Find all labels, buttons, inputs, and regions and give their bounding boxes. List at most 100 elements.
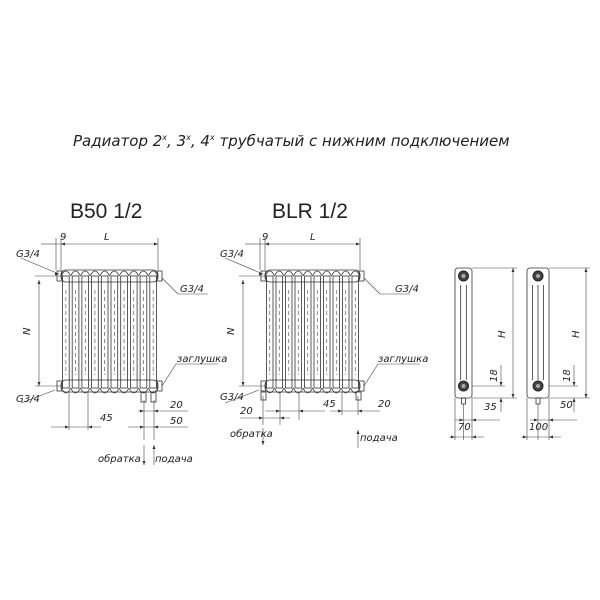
header-bottom [293,387,304,394]
header-top [302,270,313,277]
dim-18: 18 [489,369,500,382]
radiator-column [342,275,350,389]
header-bottom [138,387,149,394]
arrowhead [241,382,245,386]
dimension-line [20,389,56,404]
header-top [70,270,81,277]
dimension-line [363,277,381,295]
arrowhead [299,409,303,413]
header-bottom [340,387,351,394]
dim-50: 50 [170,416,183,427]
outlet [461,397,466,405]
arrowhead [499,398,503,402]
radiator-column [120,275,128,389]
arrowhead [472,418,476,422]
header-top [274,270,285,277]
dim-50: 50 [560,400,573,411]
arrowhead [154,409,158,413]
header-bottom [128,387,139,394]
arrowhead [549,435,553,439]
radiator-column [285,275,293,389]
dimension-line [363,363,379,387]
header-bottom [99,387,110,394]
header-top [312,270,323,277]
header-top [283,270,294,277]
supply-label: подача [155,454,193,465]
arrowhead [261,441,265,445]
radiator-column [62,275,70,389]
dim-l: L [104,232,110,243]
arrowhead [572,382,576,386]
arrowhead [549,418,553,422]
header-top [138,270,149,277]
radiator-column [81,275,90,389]
header-top [118,270,130,277]
thread-label: G3/4 [220,392,244,403]
top-plug [358,270,365,282]
header-top [321,270,332,277]
model-title-blr: BLR 1/2 [272,200,348,223]
thread-label: G3/4 [395,284,419,295]
header-bottom [283,387,294,394]
arrowhead [154,242,158,246]
outlet [150,391,157,403]
outlet [355,391,362,401]
arrowhead [241,280,245,284]
top-plug [156,270,163,282]
radiator-column [266,275,274,389]
radiator-column [139,275,148,389]
dim-45: 45 [323,399,336,410]
dim-45: 45 [100,413,113,424]
plug-label: заглушка [177,354,227,365]
arrowhead [142,461,146,465]
dim-9: 9 [262,232,268,243]
arrowhead [356,430,360,434]
dimension-line [161,277,179,295]
dim-20: 20 [170,400,183,411]
arrowhead [276,409,280,413]
bottom-header [60,379,159,393]
dim-20: 20 [240,406,253,417]
arrowhead [534,418,538,422]
arrowhead [154,425,158,429]
header-top [89,270,101,277]
arrowhead [259,416,263,420]
radiator-column [323,275,331,389]
return-label: обратка [230,428,273,440]
arrowhead [511,268,515,272]
port-center [461,384,466,388]
bottom-header [264,379,361,393]
radiator-column [304,275,312,389]
arrowhead [356,242,360,246]
header-top [109,270,120,277]
port-center [536,274,540,278]
radiator-column [351,275,359,389]
arrowhead [584,394,588,398]
arrowhead [140,409,144,413]
drawing-title: Радиатор 2х, 3х, 4х трубчатый с нижним п… [73,132,510,150]
header-top [340,270,351,277]
header-top [99,270,110,277]
header-bottom [118,387,130,394]
radiator-column [313,275,321,389]
dimension-line [224,389,260,404]
port-center [536,384,540,388]
arrowhead [451,435,455,439]
header-bottom [312,387,323,394]
header-bottom [274,387,285,394]
arrowhead [472,435,476,439]
arrowhead [88,425,92,429]
header-bottom [70,387,81,394]
arrowhead [65,425,69,429]
arrowhead [55,272,59,276]
dim-100: 100 [529,422,548,433]
dim-9: 9 [60,232,66,243]
radiator-column [275,275,283,389]
arrowhead [572,398,576,402]
header-top [293,270,304,277]
thread-label: G3/4 [220,249,244,260]
model-title-b50: B50 1/2 [70,200,142,223]
dimension-line [224,257,264,275]
thread-label: G3/4 [180,284,204,295]
radiator-column [129,275,138,389]
